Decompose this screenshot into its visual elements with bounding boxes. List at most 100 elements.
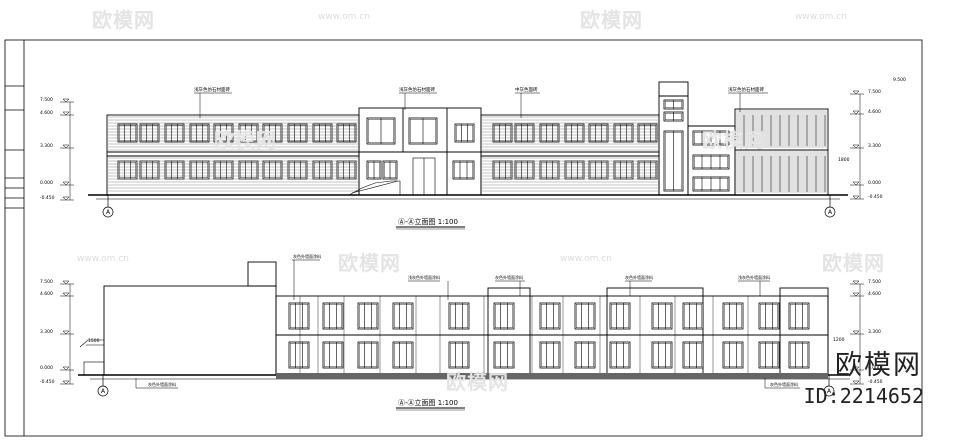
window <box>392 341 414 369</box>
window <box>454 123 475 143</box>
axis-labels: A A A A <box>101 209 833 395</box>
window <box>448 341 470 369</box>
bottom-left-level-1: 4.600 <box>40 291 53 297</box>
window <box>452 160 475 180</box>
window <box>312 123 333 143</box>
window <box>322 302 344 330</box>
window <box>238 123 259 143</box>
top-left-level-1: 4.600 <box>40 110 53 116</box>
window <box>287 123 308 143</box>
bottom-right-level-3: 0.000 <box>868 365 881 371</box>
window <box>758 341 780 369</box>
plinth-band <box>276 373 828 379</box>
bottom-right-level-2: 3.300 <box>868 329 881 335</box>
callout-top-3: 中灰色面砖 <box>515 86 538 93</box>
window <box>758 302 780 330</box>
window <box>288 341 310 369</box>
bottom-left-level-4: -0.450 <box>40 379 55 385</box>
elevation-bottom-title: Ⓐ-Ⓐ立面图 1:100 <box>398 398 458 407</box>
watermark-url: www.om.cn <box>795 12 847 22</box>
window <box>692 130 730 146</box>
bottom-right-level-1: 4.600 <box>868 291 881 297</box>
window <box>392 302 414 330</box>
elevation-top <box>88 81 848 200</box>
axis-bubble-bottom-right <box>823 385 835 397</box>
top-left-level-4: -0.450 <box>40 195 55 201</box>
top-left-level-3: 0.000 <box>40 180 53 186</box>
bottom-right-level-4: -0.450 <box>868 379 883 385</box>
window-group-bottom <box>288 296 810 373</box>
top-left-level-2: 3.300 <box>40 143 53 149</box>
window <box>382 160 398 180</box>
window <box>262 123 283 143</box>
window <box>213 123 234 143</box>
callouts-top: 浅灰色仿石材面砖 浅灰色仿石材面砖 中灰色面砖 浅灰色仿石材面砖 <box>194 86 768 118</box>
top-right-level-4: -0.450 <box>868 194 883 200</box>
window <box>357 341 379 369</box>
axis-markers <box>97 195 836 397</box>
window <box>564 123 585 143</box>
window <box>448 302 470 330</box>
bottom-left-level-2: 3.300 <box>40 329 53 335</box>
watermark-url: www.om.cn <box>318 12 370 22</box>
top-right-level-1: 4.600 <box>868 109 881 115</box>
window <box>493 302 515 330</box>
window <box>722 341 744 369</box>
watermark-logo: 欧模网 <box>822 251 885 275</box>
window <box>651 302 673 330</box>
window <box>539 123 560 143</box>
window <box>408 117 438 145</box>
callout-top-2: 浅灰色仿石材面砖 <box>399 86 435 93</box>
top-right-level-0: 7.500 <box>868 89 881 95</box>
elevation-top-title: Ⓐ-Ⓐ立面图 1:100 <box>398 217 458 226</box>
watermark-logo: 欧模网 <box>702 128 765 152</box>
callout-bottom-4: 灰色外墙面涂料 <box>625 274 653 280</box>
callout-bottom-7: 灰色外墙面涂料 <box>770 381 798 387</box>
watermark-logo: 欧模网 <box>338 251 401 275</box>
window <box>609 341 631 369</box>
bottom-right-level-0: 7.500 <box>868 279 881 285</box>
watermark-logo: 欧模网 <box>446 370 509 394</box>
window <box>692 154 730 170</box>
window <box>493 341 515 369</box>
axis-label-bottom-right: A <box>827 388 832 395</box>
watermark-url: www.om.cn <box>560 254 612 264</box>
axis-bubble-bottom-left <box>97 385 109 397</box>
window <box>663 130 684 192</box>
window <box>574 302 596 330</box>
window <box>663 111 684 122</box>
top-right-level-3: 0.000 <box>868 180 881 186</box>
bottom-left-level-3: 0.000 <box>40 365 53 371</box>
callouts-bottom: 灰色外墙面涂料 浅灰色外墙面涂料 灰色外墙面涂料 灰色外墙面涂料 浅灰色外墙面涂… <box>135 253 800 389</box>
tower-windows <box>663 99 730 192</box>
window <box>788 302 810 330</box>
window <box>366 160 382 180</box>
callout-top-1: 浅灰色仿石材面砖 <box>194 86 230 93</box>
axis-bubble-top-right <box>824 206 836 218</box>
dim-bottom-right: 1200 <box>833 337 845 343</box>
window <box>609 302 631 330</box>
window <box>637 123 658 143</box>
left-canopy <box>79 339 105 376</box>
window <box>613 123 634 143</box>
axis-label-top-left: A <box>106 209 111 216</box>
callout-bottom-2: 浅灰色外墙面涂料 <box>408 274 440 280</box>
axis-bubble-top-left <box>102 206 114 218</box>
dim-top-right: 1800 <box>838 157 850 163</box>
dim-bottom-left: 1500 <box>88 338 100 344</box>
window <box>164 123 185 143</box>
window <box>539 302 561 330</box>
window <box>189 123 210 143</box>
watermark-url: www.om.cn <box>77 254 129 264</box>
facade-hatching-top <box>108 110 827 193</box>
window <box>492 123 513 143</box>
top-right-level-2: 3.300 <box>868 143 881 149</box>
top-left-level-0: 7.500 <box>40 97 53 103</box>
brand-logo-text: 欧模网 <box>835 350 922 381</box>
window <box>514 123 535 143</box>
window <box>682 341 704 369</box>
dimension-labels: 1800 9.500 1500 1200 <box>88 77 906 344</box>
watermark-logo: 欧模网 <box>92 8 155 32</box>
window <box>366 117 396 145</box>
